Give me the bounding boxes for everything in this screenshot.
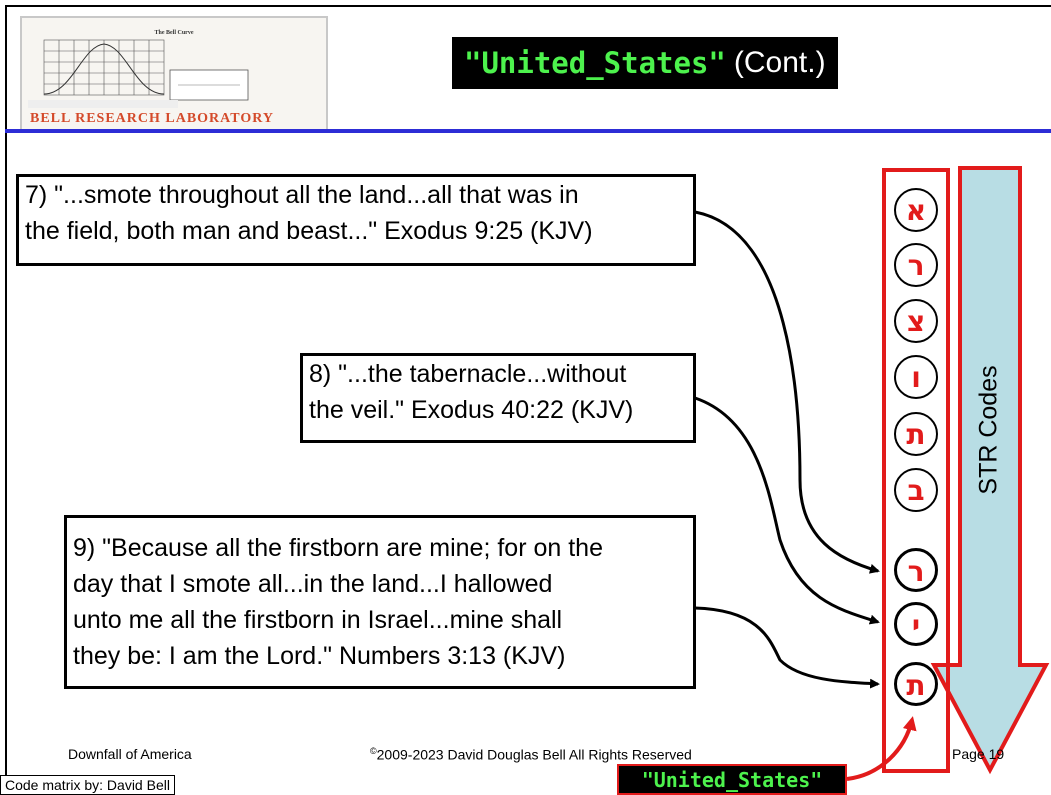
hebrew-letter: ב bbox=[894, 468, 938, 512]
footer-copyright: ©2009-2023 David Douglas Bell All Rights… bbox=[370, 746, 692, 763]
connector-verse-9 bbox=[694, 606, 880, 689]
connector-tag bbox=[846, 716, 917, 781]
verse-box-9: 9) "Because all the firstborn are mine; … bbox=[64, 515, 696, 689]
copyright-symbol: © bbox=[370, 746, 377, 756]
hebrew-letter: י bbox=[894, 602, 938, 646]
code-tag: "United_States" bbox=[617, 764, 847, 795]
arrow-label: STR Codes bbox=[974, 365, 1003, 495]
verse-line: day that I smote all...in the land...I h… bbox=[73, 570, 553, 598]
verse-line: 9) "Because all the firstborn are mine; … bbox=[73, 534, 603, 562]
bell-curve-graphic bbox=[28, 39, 249, 108]
credit-label: Code matrix by: David Bell bbox=[0, 775, 175, 795]
logo: The Bell Curve BELL RESEARCH LABORATORY bbox=[20, 16, 328, 131]
logo-lab-name: BELL RESEARCH LABORATORY bbox=[30, 111, 274, 126]
str-codes-arrow bbox=[930, 166, 1050, 775]
connector-verse-8 bbox=[694, 396, 880, 625]
slide-frame bbox=[5, 5, 1051, 775]
page-title: "United_States" (Cont.) bbox=[452, 37, 838, 89]
verse-line: unto me all the firstborn in Israel...mi… bbox=[73, 606, 563, 634]
connector-verse-7 bbox=[694, 210, 880, 574]
verse-line: the veil." Exodus 40:22 (KJV) bbox=[309, 396, 634, 424]
verse-box-7: 7) "...smote throughout all the land...a… bbox=[16, 174, 696, 266]
footer-page: Page 19 bbox=[952, 746, 1005, 762]
verse-line: the field, both man and beast..." Exodus… bbox=[25, 217, 593, 245]
footer-left: Downfall of America bbox=[68, 746, 192, 762]
hebrew-letter: ר bbox=[894, 548, 938, 592]
hebrew-letter: ת bbox=[894, 412, 938, 456]
verse-line: 7) "...smote throughout all the land...a… bbox=[25, 181, 579, 209]
title-code: "United_States" bbox=[464, 46, 726, 80]
hebrew-letter: ר bbox=[894, 243, 938, 287]
hebrew-letter: צ bbox=[894, 299, 938, 343]
verse-line: they be: I am the Lord." Numbers 3:13 (K… bbox=[73, 642, 566, 670]
verse-box-8: 8) "...the tabernacle...without the veil… bbox=[300, 353, 696, 443]
logo-chart-title: The Bell Curve bbox=[154, 30, 194, 36]
verse-line: 8) "...the tabernacle...without bbox=[309, 360, 627, 388]
hebrew-letter: א bbox=[894, 188, 938, 232]
hebrew-letter: ו bbox=[894, 355, 938, 399]
title-suffix: (Cont.) bbox=[733, 46, 826, 79]
header-rule bbox=[5, 129, 1051, 133]
letter-strip bbox=[882, 168, 950, 773]
copyright-text: 2009-2023 David Douglas Bell All Rights … bbox=[376, 746, 692, 763]
hebrew-letter: ת bbox=[894, 662, 938, 706]
